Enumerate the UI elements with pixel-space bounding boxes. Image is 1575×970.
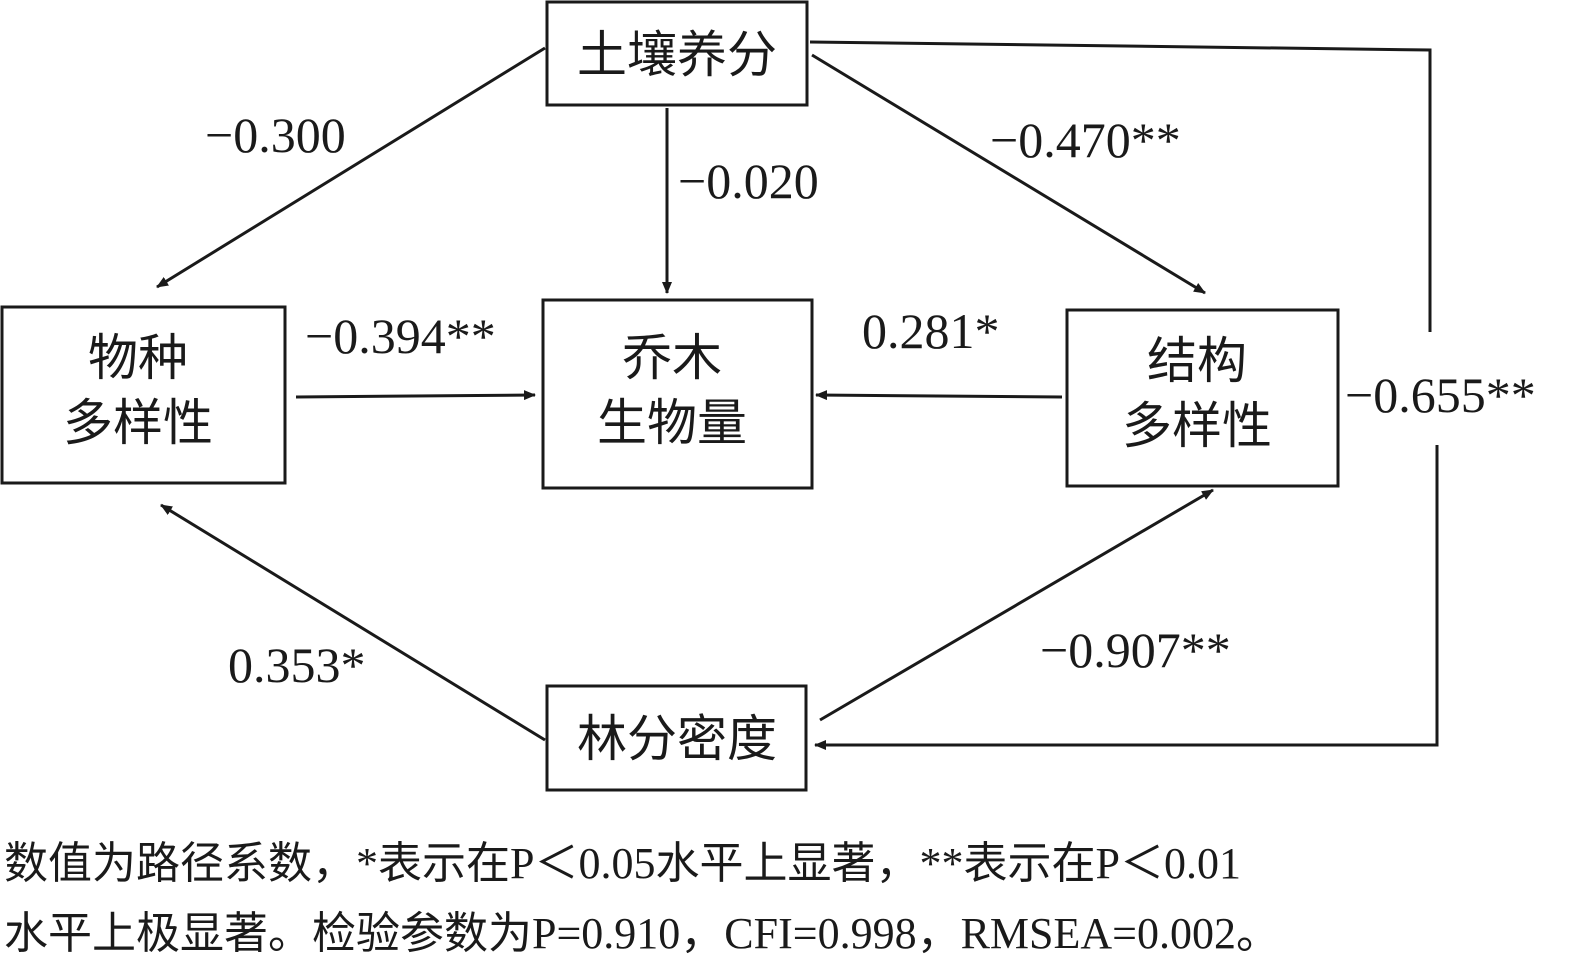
svg-text:乔木: 乔木 xyxy=(622,329,722,387)
arrow-structure-to-biomass xyxy=(815,390,1063,401)
node-soil-nutrients: 土壤养分 xyxy=(545,0,809,107)
svg-text:多样性: 多样性 xyxy=(1122,397,1272,455)
coef-density-structure: −0.907** xyxy=(1040,622,1231,678)
caption-line-2: 水平上极显著。检验参数为P=0.910，CFI=0.998，RMSEA=0.00… xyxy=(4,909,1280,958)
coef-density-species: 0.353* xyxy=(228,637,366,693)
svg-text:生物量: 生物量 xyxy=(597,394,747,452)
arrow-soil-to-density-upper xyxy=(809,40,1432,332)
svg-text:林分密度: 林分密度 xyxy=(577,710,777,768)
arrow-species-to-biomass xyxy=(295,390,536,401)
coef-soil-density: −0.655** xyxy=(1345,367,1536,423)
arrow-soil-to-species xyxy=(156,46,546,289)
coef-species-biomass: −0.394** xyxy=(305,308,496,364)
svg-text:多样性: 多样性 xyxy=(63,394,213,452)
coef-soil-structure: −0.470** xyxy=(990,112,1181,168)
arrow-soil-to-density-lower xyxy=(814,445,1439,750)
node-structure-diversity: 结构 多样性 xyxy=(1065,308,1340,488)
caption-line-1: 数值为路径系数，*表示在P＜0.05水平上显著，**表示在P＜0.01 xyxy=(4,839,1241,888)
svg-text:土壤养分: 土壤养分 xyxy=(577,26,777,84)
node-species-diversity: 物种 多样性 xyxy=(0,305,287,485)
node-tree-biomass: 乔木 生物量 xyxy=(541,298,814,490)
coef-soil-biomass: −0.020 xyxy=(678,153,819,209)
arrow-density-to-structure xyxy=(819,488,1214,722)
coef-soil-species: −0.300 xyxy=(205,107,346,163)
node-stand-density: 林分密度 xyxy=(545,684,808,792)
svg-text:物种: 物种 xyxy=(88,329,188,387)
arrow-soil-to-structure xyxy=(811,53,1206,295)
arrow-density-to-species xyxy=(160,503,546,742)
svg-text:结构: 结构 xyxy=(1147,332,1247,390)
coef-structure-biomass: 0.281* xyxy=(862,303,1000,359)
